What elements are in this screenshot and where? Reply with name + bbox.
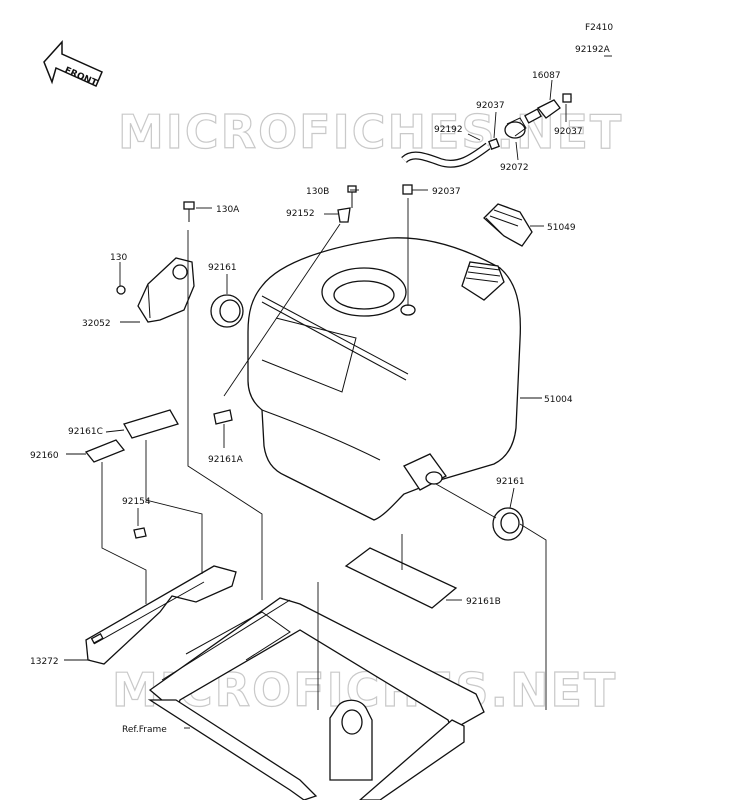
label-92192a: 92192A [575, 45, 611, 55]
bolt-130a [183, 201, 195, 222]
label-92072: 92072 [500, 163, 529, 173]
pad-92161b [344, 547, 458, 609]
bolt-130b [347, 185, 357, 208]
label-92161-a: 92161 [208, 263, 237, 273]
bracket-32052 [137, 257, 195, 323]
grommet-92161-right [492, 507, 524, 541]
label-92192: 92192 [434, 125, 463, 135]
label-92037-b: 92037 [554, 127, 583, 137]
label-130: 130 [110, 253, 127, 263]
part-labels: 92192A 16087 92037 92037 92192 92072 920… [30, 45, 611, 735]
front-arrow-icon: FRONT [43, 40, 103, 89]
bolt-130 [116, 285, 126, 295]
label-13272: 13272 [30, 657, 59, 667]
leader-lines [64, 55, 612, 729]
grommet-92161-left [210, 294, 244, 328]
label-92154: 92154 [122, 497, 151, 507]
bushing-92152 [337, 207, 351, 223]
label-92160: 92160 [30, 451, 59, 461]
reference-frame [147, 597, 485, 800]
label-92037-c: 92037 [432, 187, 461, 197]
label-92152: 92152 [286, 209, 315, 219]
label-92161c: 92161C [68, 427, 103, 437]
label-51004: 51004 [544, 395, 573, 405]
pad-92160 [84, 439, 126, 463]
pad-92161a [213, 409, 233, 425]
label-ref-frame: Ref.Frame [122, 725, 167, 735]
label-16087: 16087 [532, 71, 561, 81]
screw-92154 [133, 527, 147, 539]
label-92161a-pad: 92161A [208, 455, 244, 465]
pad-92161c [123, 409, 179, 439]
label-92161-b: 92161 [496, 477, 525, 487]
label-92037-a: 92037 [476, 101, 505, 111]
fuel-cap [483, 203, 533, 247]
label-32052: 32052 [82, 319, 111, 329]
label-92161b-pad: 92161B [466, 597, 501, 607]
fuel-tank [247, 237, 522, 521]
figure-code: F2410 [585, 23, 613, 33]
cross-member-13272 [85, 565, 237, 665]
label-130a: 130A [216, 205, 240, 215]
breather-hose-assembly [401, 59, 640, 195]
label-130b: 130B [306, 187, 329, 197]
label-51049: 51049 [547, 223, 576, 233]
